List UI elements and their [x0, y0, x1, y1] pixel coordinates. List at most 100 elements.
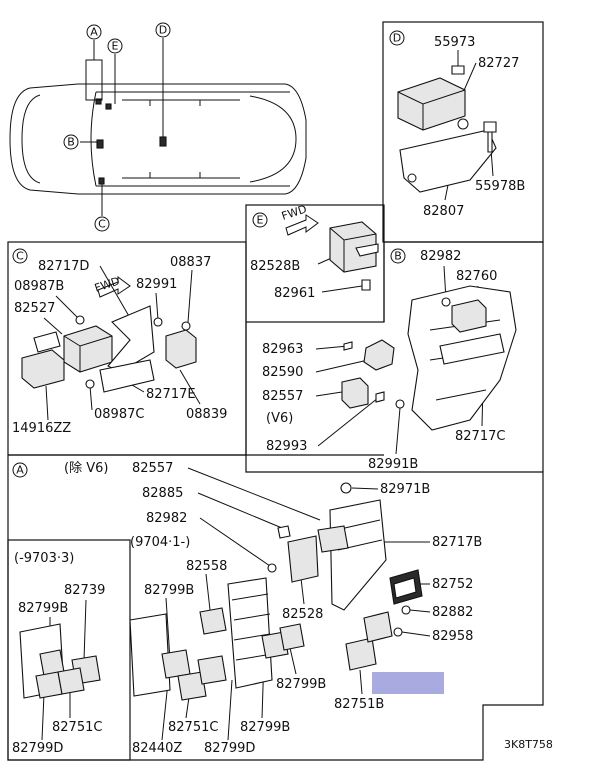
relay-82751c-mid — [177, 671, 207, 701]
part-label-82799b-2: 82799B — [276, 677, 326, 692]
panel-d-letter: D — [393, 32, 401, 45]
part-label-82982-a: 82982 — [146, 511, 187, 526]
part-label-82558: 82558 — [186, 559, 227, 574]
leader-82991b — [395, 407, 401, 455]
part-label-82727: 82727 — [478, 56, 519, 71]
panel-e-letter: E — [257, 214, 264, 227]
part-label-82885: 82885 — [142, 486, 183, 501]
junction-block-ribs — [231, 593, 273, 661]
part-label-82760: 82760 — [456, 269, 497, 284]
relay-82528b-tab — [355, 243, 379, 257]
leader-82558 — [205, 573, 211, 611]
part-label-82527: 82527 — [14, 301, 55, 316]
vehicle-outline — [9, 83, 307, 195]
panel-a-sub-left: (-9703·3) 82739 82799B 82751C 82799D — [12, 551, 105, 756]
module-82752-face — [393, 577, 417, 599]
nut-55973 — [451, 65, 465, 75]
relay-08839 — [165, 329, 197, 369]
part-label-82993: 82993 — [266, 439, 307, 454]
part-label-82982: 82982 — [420, 249, 461, 264]
location-marker-b — [96, 139, 104, 149]
relay-82751c-sub — [57, 667, 85, 695]
location-marker-c — [98, 177, 105, 185]
screw-82961 — [361, 279, 371, 291]
part-label-82557-a: 82557 — [132, 461, 173, 476]
car-letter-b: B — [67, 136, 75, 149]
junction-block — [227, 577, 273, 689]
panel-e: E FWD 82528B 82961 — [250, 203, 379, 301]
part-label-82963: 82963 — [262, 342, 303, 357]
relay-82528b — [329, 221, 377, 273]
leader-82885 — [197, 492, 283, 529]
part-label-82440z: 82440Z — [132, 741, 182, 756]
nut-82882 — [401, 605, 411, 615]
part-label-82751c-sub: 82751C — [52, 720, 102, 735]
part-label-82751c-a: 82751C — [168, 720, 218, 735]
relay-82799d-mid — [197, 655, 227, 685]
part-label-82752: 82752 — [432, 577, 473, 592]
part-label-82807: 82807 — [423, 204, 464, 219]
mid-bracket — [129, 613, 171, 697]
part-label-82991: 82991 — [136, 277, 177, 292]
leader-14916zz — [45, 385, 49, 421]
control-unit-82727 — [397, 77, 466, 131]
relay-82528 — [287, 535, 319, 583]
screw-82991 — [153, 317, 163, 327]
leader-08839 — [179, 369, 201, 405]
screw-82885 — [277, 525, 291, 539]
relay-82760 — [451, 299, 487, 333]
panel-frames — [7, 21, 544, 761]
panel-b-right-edge — [384, 241, 544, 472]
relay-82799d-sub — [35, 671, 63, 699]
part-label-82799b-sub: 82799B — [18, 601, 68, 616]
screw-08837 — [181, 321, 191, 331]
nut-82982-b — [441, 297, 451, 307]
part-label-82882: 82882 — [432, 605, 473, 620]
part-label-82528: 82528 — [282, 607, 323, 622]
vehicle-front-line — [21, 94, 41, 184]
part-label-82717e: 82717E — [146, 387, 196, 402]
part-label-55973: 55973 — [434, 35, 475, 50]
leader-82963 — [315, 345, 349, 350]
screw-82993 — [375, 391, 385, 403]
part-label-v6: (V6) — [266, 411, 293, 426]
panel-a-frame — [7, 454, 544, 761]
leader-82991 — [155, 292, 159, 321]
part-label-82799b-1: 82799B — [144, 583, 194, 598]
leader-82527 — [43, 317, 63, 335]
leader-82971b — [351, 487, 379, 490]
nut-82958 — [393, 627, 403, 637]
leader-82440z — [161, 681, 169, 741]
leader-82799d-sub — [41, 693, 45, 741]
location-marker-e — [105, 103, 112, 110]
relay-82527-edges — [63, 335, 113, 372]
part-label-08987c: 08987C — [94, 407, 144, 422]
leader-82882 — [409, 609, 431, 613]
vehicle-overview: A E D B C — [9, 22, 307, 232]
relay-82557-b — [341, 377, 369, 409]
leader-82799d-a — [227, 679, 233, 741]
part-label-82739: 82739 — [64, 583, 105, 598]
relay-82527 — [63, 325, 113, 373]
leader-82557-a — [187, 467, 321, 521]
part-label-82991b: 82991B — [368, 457, 418, 472]
panel-a-sub-mid-period: (9704·1-) — [130, 535, 190, 550]
leader-82993 — [317, 397, 379, 447]
leader-82958 — [401, 631, 431, 637]
location-marker-d — [159, 136, 167, 147]
panel-a: A (除 V6) 82557 82885 82971B 82982 82717B… — [12, 461, 482, 756]
part-label-82590: 82590 — [262, 365, 303, 380]
part-label-82799d-sub: 82799D — [12, 741, 63, 756]
leader-82982-a — [199, 517, 271, 567]
leader-82799b-2 — [289, 647, 297, 675]
part-label-08987b: 08987B — [14, 279, 64, 294]
leader-82751b — [359, 669, 363, 695]
screw-82963 — [343, 341, 353, 351]
leader-08987c — [89, 385, 93, 411]
leader-82717d — [99, 265, 131, 319]
part-label-82717b: 82717B — [432, 535, 482, 550]
car-letter-d: D — [159, 24, 167, 37]
part-label-82717d: 82717D — [38, 259, 89, 274]
screw-08987b — [75, 315, 85, 325]
nut-82991b — [395, 399, 405, 409]
